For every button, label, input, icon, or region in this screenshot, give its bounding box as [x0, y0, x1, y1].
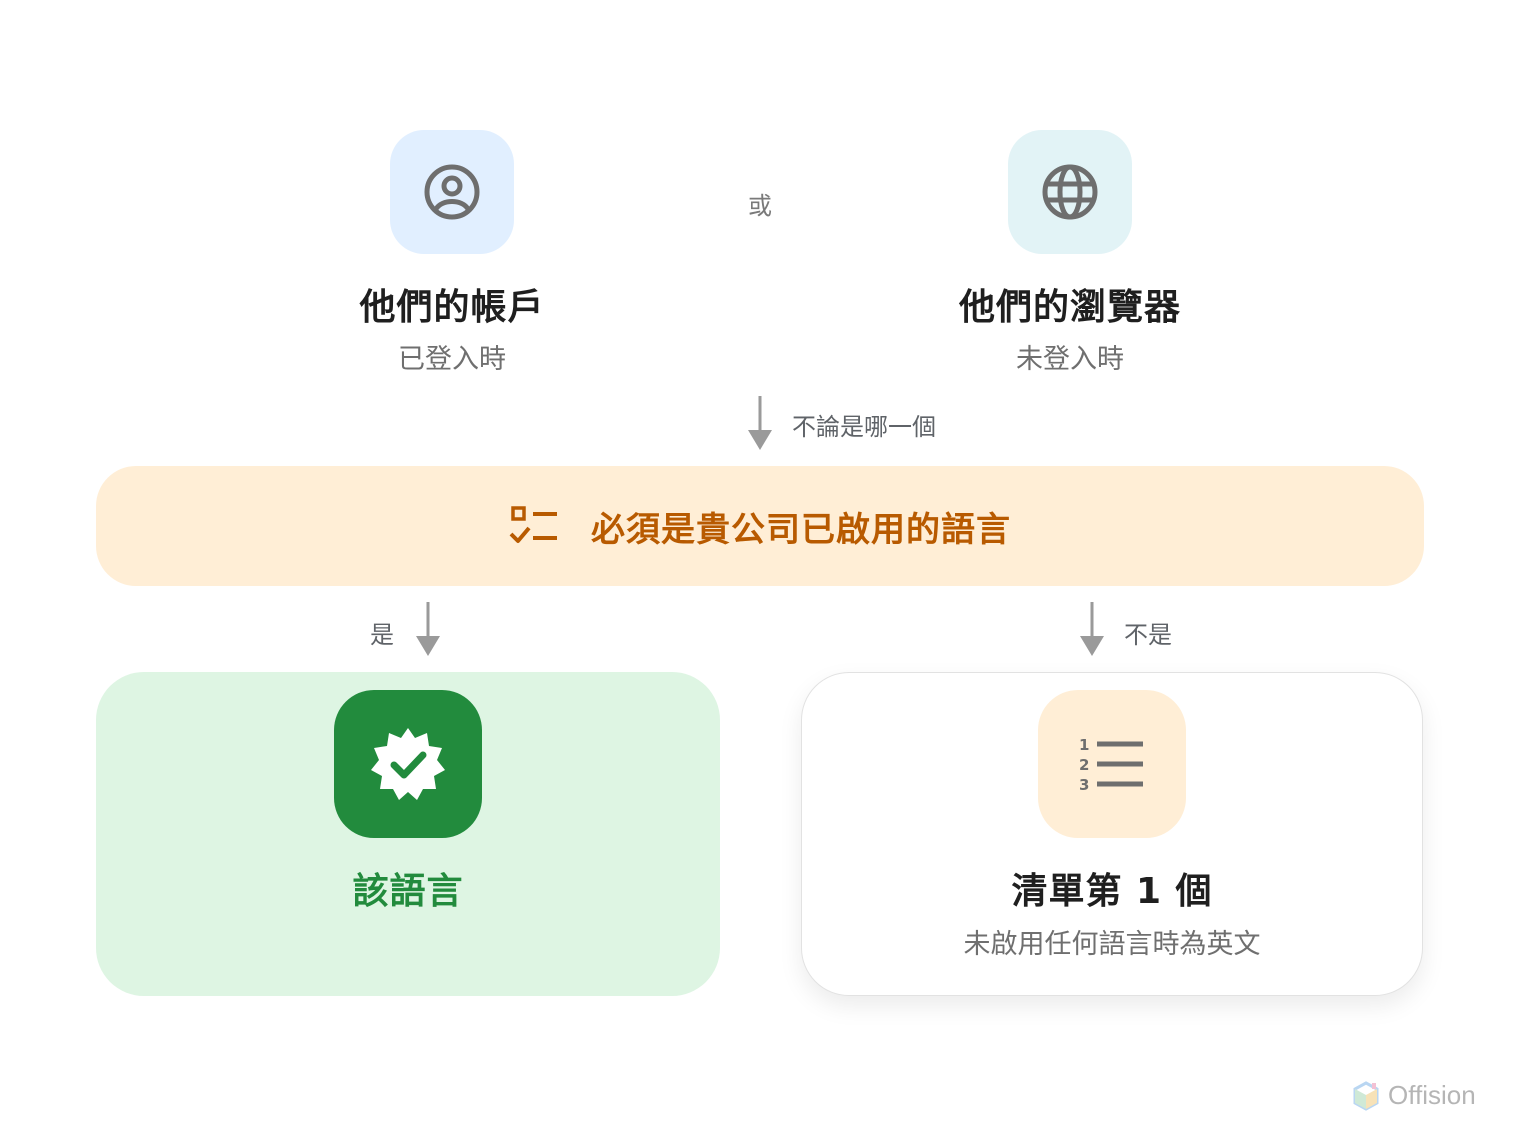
down-arrow-no: [1080, 602, 1104, 656]
condition-banner: 必須是貴公司已啟用的語言: [96, 466, 1424, 586]
svg-text:1: 1: [1079, 736, 1089, 754]
svg-text:3: 3: [1079, 776, 1089, 794]
browser-title: 他們的瀏覽器: [958, 287, 1181, 328]
verified-icon-tile: [334, 690, 482, 838]
numbered-list-icon: 1 2 3: [1079, 736, 1143, 794]
either-label: 不論是哪一個: [792, 413, 936, 441]
condition-text: 必須是貴公司已啟用的語言: [591, 509, 1011, 550]
result-yes-title: 該語言: [352, 871, 464, 912]
down-arrow-yes: [416, 602, 440, 656]
result-no-title: 清單第 1 個: [1011, 871, 1213, 912]
browser-subtitle: 未登入時: [1016, 344, 1124, 375]
brand-logo-icon: [1353, 1080, 1379, 1111]
no-label: 不是: [1124, 621, 1172, 649]
globe-icon: [1042, 164, 1098, 220]
down-arrow-either: [748, 396, 772, 450]
or-label: 或: [748, 192, 772, 220]
brand-name: Offision: [1388, 1080, 1476, 1110]
checklist-icon: [509, 506, 557, 543]
result-no-subtitle: 未啟用任何語言時為英文: [963, 929, 1261, 960]
account-title: 他們的帳戶: [359, 287, 545, 328]
verified-badge-icon: [371, 728, 445, 800]
svg-text:2: 2: [1079, 756, 1089, 774]
browser-icon-tile: [1008, 130, 1132, 254]
brand-watermark: Offision: [1352, 1080, 1476, 1111]
account-circle-icon: [424, 164, 480, 220]
account-icon-tile: [390, 130, 514, 254]
yes-label: 是: [370, 621, 394, 649]
account-subtitle: 已登入時: [398, 344, 506, 375]
numbered-list-icon-tile: 1 2 3: [1038, 690, 1186, 838]
